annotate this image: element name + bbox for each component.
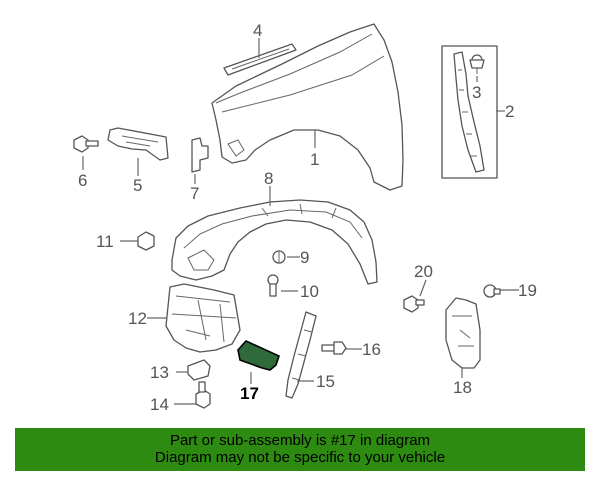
banner-line-2: Diagram may not be specific to your vehi… [154,449,446,466]
part-19-clip[interactable] [483,284,501,298]
callout-6: 6 [78,171,87,190]
part-12-inner-shield[interactable] [165,283,241,353]
callout-7: 7 [190,184,199,203]
callout-15: 15 [316,372,335,391]
callout-17: 17 [240,384,259,403]
part-14-bolt[interactable] [195,381,211,409]
callout-20: 20 [414,262,433,281]
callout-labels: 4 1 2 3 5 6 7 8 9 10 11 12 13 14 15 16 1… [78,21,537,414]
part-2-fender-liner-strip[interactable] [453,51,485,173]
part-5-bracket[interactable] [107,127,169,161]
callout-11: 11 [96,232,114,251]
callout-8: 8 [264,169,273,188]
part-1-fender[interactable] [211,23,404,191]
part-10-screw[interactable] [267,274,279,297]
callout-2: 2 [505,102,514,121]
parts-diagram: 4 1 2 3 5 6 7 8 9 10 11 12 13 14 15 16 1… [73,21,537,414]
part-8-fender-liner[interactable] [171,199,378,285]
part-3-clip[interactable] [469,54,485,74]
callout-16: 16 [362,340,381,359]
callout-4: 4 [253,21,262,40]
callout-13: 13 [150,363,169,382]
part-4-seal-strip[interactable] [223,43,297,76]
part-20-bolt[interactable] [403,295,425,313]
part-18-mud-flap[interactable] [445,297,481,369]
callout-19: 19 [518,281,537,300]
leader-lines [82,38,519,405]
banner-line-1: Part or sub-assembly is #17 in diagram [169,432,431,449]
callout-9: 9 [300,248,309,267]
callout-5: 5 [133,176,142,195]
part-11-screw[interactable] [137,231,155,251]
part-9-clip[interactable] [272,250,286,264]
part-7-bracket[interactable] [191,137,209,173]
callout-1: 1 [310,150,319,169]
part-16-bolt[interactable] [321,341,347,355]
part-6-bolt[interactable] [73,135,99,153]
callout-3: 3 [472,83,481,102]
info-banner: Part or sub-assembly is #17 in diagram D… [15,428,585,471]
part-13-nut[interactable] [187,359,211,381]
part-15-trim-strip[interactable] [285,311,317,399]
callout-10: 10 [300,282,319,301]
callout-12: 12 [128,309,147,328]
part-17-highlighted-seal[interactable] [237,340,280,371]
callout-18: 18 [453,378,472,397]
callout-14: 14 [150,395,169,414]
